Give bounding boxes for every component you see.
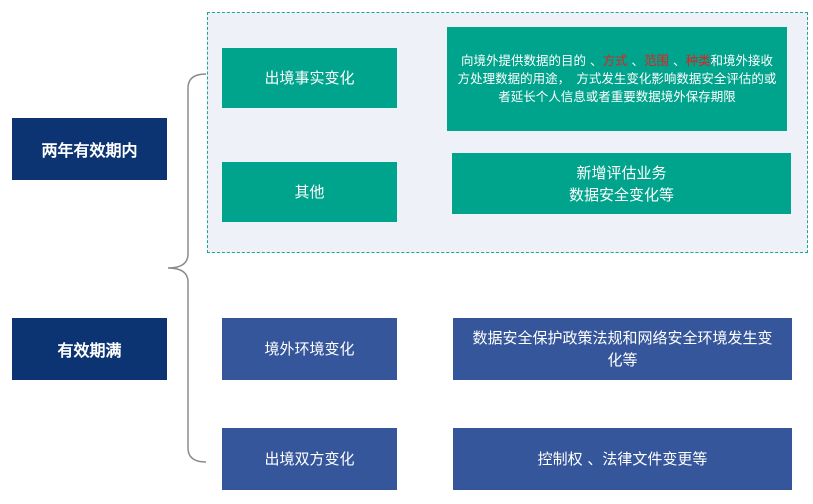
highlight-method: 方式 — [602, 53, 628, 68]
parties-change-description-text: 控制权 、法律文件变更等 — [537, 450, 708, 468]
other-box: 其他 — [222, 162, 397, 222]
highlight-scope: 范围 — [643, 53, 669, 68]
other-description-line1: 新增评估业务 — [576, 163, 667, 182]
parties-change-box: 出境双方变化 — [222, 428, 397, 490]
outbound-fact-change-description: 向境外提供数据的目的 、方式 、范围 、种类和境外接收方处理数据的用途， 方式发… — [447, 27, 787, 131]
outbound-fact-change-box: 出境事实变化 — [222, 48, 397, 108]
category-expired-label: 有效期满 — [57, 341, 122, 360]
outbound-fact-change-label: 出境事实变化 — [264, 69, 355, 87]
parties-change-description: 控制权 、法律文件变更等 — [453, 428, 792, 490]
overseas-environment-change-description: 数据安全保护政策法规和网络安全环境发生变化等 — [453, 318, 792, 380]
parties-change-label: 出境双方变化 — [264, 450, 355, 468]
other-description-line2: 数据安全变化等 — [568, 185, 674, 204]
outbound-fact-change-description-text: 向境外提供数据的目的 、方式 、范围 、种类和境外接收方处理数据的用途， 方式发… — [457, 53, 777, 104]
overseas-environment-change-box: 境外环境变化 — [222, 318, 397, 380]
highlight-type: 种类 — [685, 53, 711, 68]
other-label: 其他 — [294, 183, 325, 201]
overseas-environment-change-description-text: 数据安全保护政策法规和网络安全环境发生变化等 — [472, 329, 773, 369]
other-description: 新增评估业务 数据安全变化等 — [452, 153, 791, 214]
other-description-text: 新增评估业务 数据安全变化等 — [569, 162, 674, 206]
category-expired: 有效期满 — [12, 318, 167, 380]
overseas-environment-change-label: 境外环境变化 — [264, 340, 355, 358]
category-within-two-years-label: 两年有效期内 — [41, 141, 138, 160]
category-within-two-years: 两年有效期内 — [12, 118, 167, 180]
